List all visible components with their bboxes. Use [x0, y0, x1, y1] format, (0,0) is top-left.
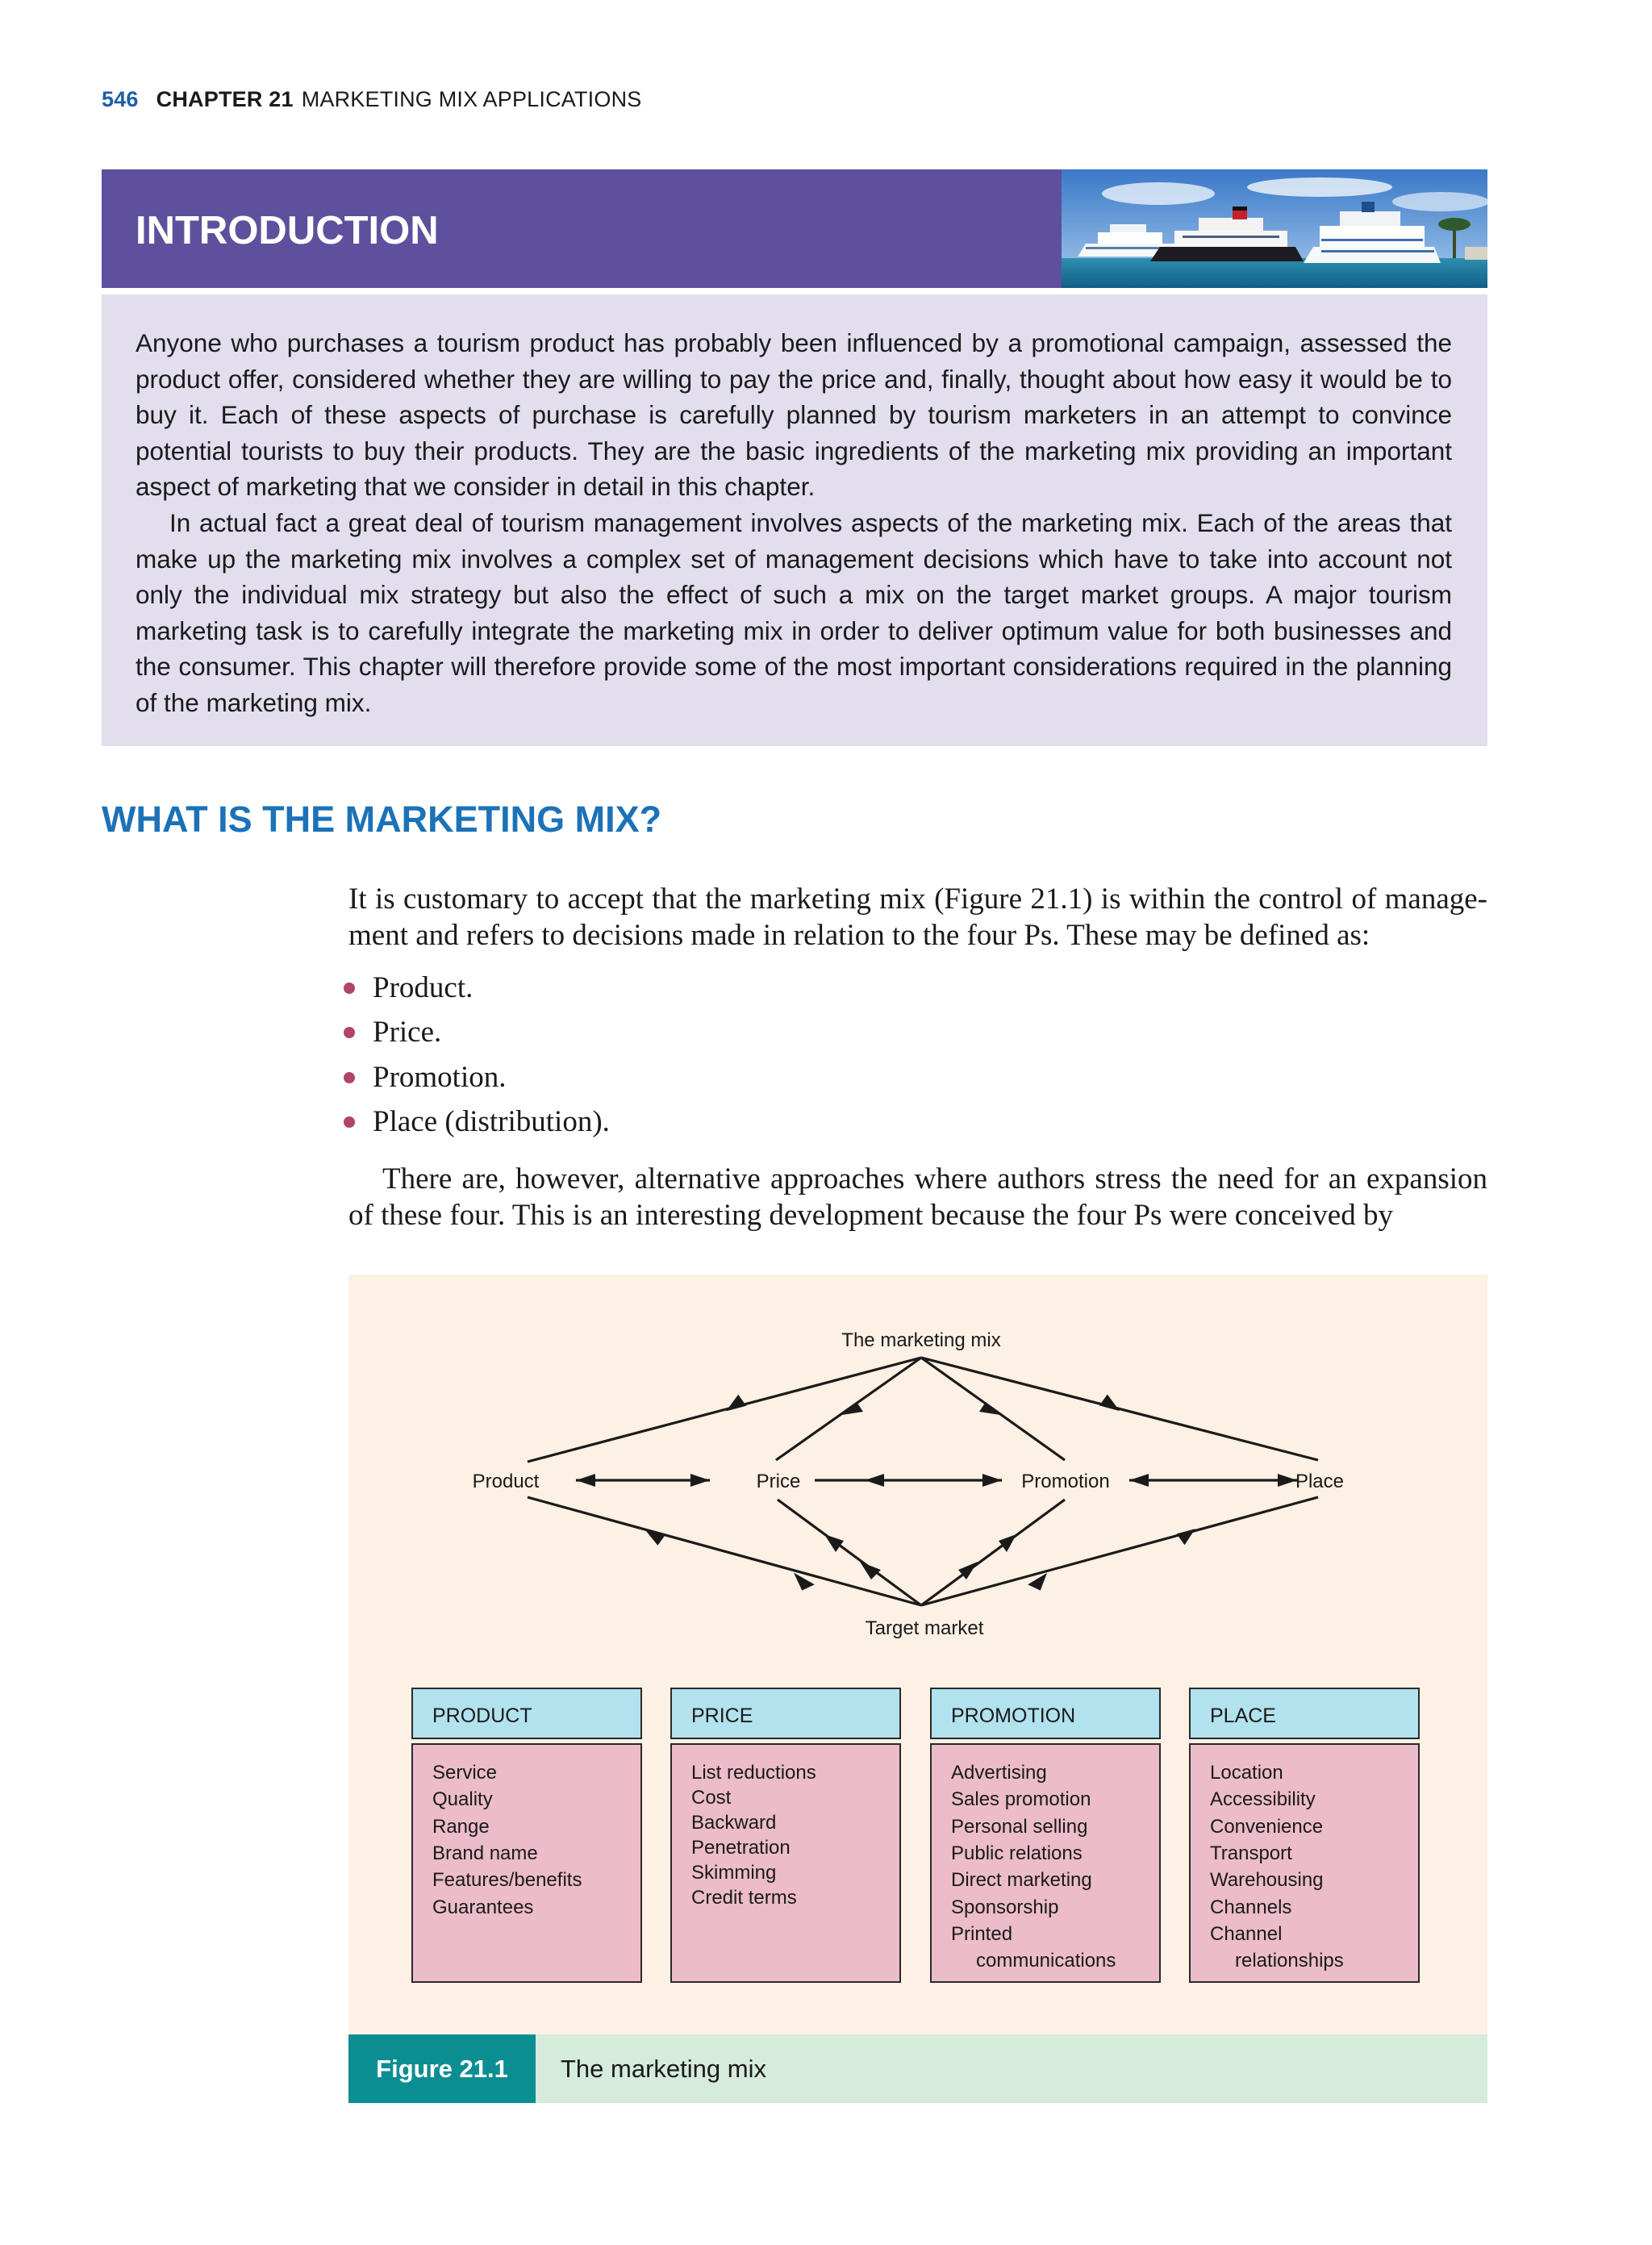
chapter-label: CHAPTER 21 — [156, 87, 294, 111]
box-item: Guarantees — [432, 1897, 533, 1918]
chapter-title: MARKETING MIX APPLICATIONS — [301, 87, 642, 111]
bullet-icon — [344, 982, 355, 994]
intro-body: Anyone who purchases a tourism product h… — [102, 294, 1487, 746]
box-item: Credit terms — [691, 1887, 797, 1909]
intro-paragraph-2: In actual fact a great deal of tourism m… — [136, 508, 1452, 717]
running-header: 546 CHAPTER 21 MARKETING MIX APPLICATIONS — [102, 87, 641, 112]
box-item: List reductions — [691, 1762, 816, 1784]
box-item: Sales promotion — [951, 1788, 1091, 1810]
box-heading-place: PLACE — [1210, 1705, 1276, 1727]
box-item: relationships — [1235, 1950, 1344, 1972]
diagram-node-place: Place — [1295, 1471, 1344, 1492]
box-item: Skimming — [691, 1862, 776, 1884]
box-item: Range — [432, 1816, 490, 1838]
body-paragraph-1: It is customary to accept that the marke… — [348, 883, 1487, 952]
mix-box-promotion: PROMOTION Advertising Sales promotion Pe… — [930, 1688, 1161, 1983]
bullet-icon — [344, 1026, 355, 1038]
box-item: Sponsorship — [951, 1897, 1058, 1918]
marketing-mix-figure: The marketing mix Product Price Promotio… — [348, 1275, 1487, 2034]
intro-banner — [102, 169, 1062, 288]
intro-paragraph-1: Anyone who purchases a tourism product h… — [136, 328, 1452, 501]
box-item: communications — [976, 1950, 1116, 1972]
box-item: Channels — [1210, 1897, 1291, 1918]
diagram-node-product: Product — [473, 1471, 540, 1492]
box-item: Accessibility — [1210, 1788, 1316, 1810]
box-item: Public relations — [951, 1842, 1083, 1864]
box-item: Backward — [691, 1812, 776, 1834]
diagram-bottom-label: Target market — [866, 1617, 984, 1639]
bullet-item: Price. — [344, 1015, 441, 1050]
box-item: Quality — [432, 1788, 493, 1810]
bullet-item: Product. — [344, 970, 473, 1006]
cruise-ships-photo — [1062, 169, 1487, 288]
box-heading-price: PRICE — [691, 1705, 753, 1727]
box-item: Cost — [691, 1787, 732, 1809]
bullet-icon — [344, 1071, 355, 1083]
diagram-lines — [527, 1356, 1319, 1607]
box-item: Penetration — [691, 1837, 791, 1859]
bullet-item: Promotion. — [344, 1060, 507, 1095]
box-item: Direct marketing — [951, 1869, 1092, 1891]
box-item: Warehousing — [1210, 1869, 1324, 1891]
box-item: Service — [432, 1762, 497, 1784]
bullet-icon — [344, 1116, 355, 1128]
mix-box-product: PRODUCT Service Quality Range Brand name… — [411, 1688, 642, 1983]
diagram-top-label: The marketing mix — [841, 1329, 1000, 1351]
box-heading-product: PRODUCT — [432, 1705, 532, 1727]
diagram-node-price: Price — [757, 1471, 801, 1492]
box-heading-promotion: PROMOTION — [951, 1705, 1075, 1727]
box-item: Personal selling — [951, 1816, 1087, 1838]
mix-box-place: PLACE Location Accessibility Convenience… — [1189, 1688, 1420, 1983]
box-item: Printed — [951, 1923, 1012, 1945]
box-item: Advertising — [951, 1762, 1047, 1784]
box-item: Brand name — [432, 1842, 538, 1864]
box-item: Convenience — [1210, 1816, 1323, 1838]
intro-title: INTRODUCTION — [136, 209, 439, 252]
bullet-item: Place (distribution). — [344, 1104, 610, 1140]
page-number: 546 — [102, 87, 139, 111]
box-item: Channel — [1210, 1923, 1282, 1945]
section-heading: WHAT IS THE MARKETING MIX? — [102, 799, 662, 840]
box-item: Location — [1210, 1762, 1283, 1784]
mix-box-price: PRICE List reductions Cost Backward Pene… — [670, 1688, 901, 1983]
box-item: Features/benefits — [432, 1869, 582, 1891]
figure-number: Figure 21.1 — [348, 2034, 536, 2103]
figure-title: The marketing mix — [561, 2055, 766, 2083]
diagram-arrowheads — [576, 1394, 1297, 1591]
diagram-node-promotion: Promotion — [1021, 1471, 1109, 1492]
body-paragraph-2: There are, however, alternative approach… — [348, 1162, 1487, 1232]
figure-caption: Figure 21.1 The marketing mix — [348, 2034, 1487, 2103]
box-item: Transport — [1210, 1842, 1292, 1864]
marketing-mix-diagram: The marketing mix Product Price Promotio… — [411, 1329, 1420, 1983]
